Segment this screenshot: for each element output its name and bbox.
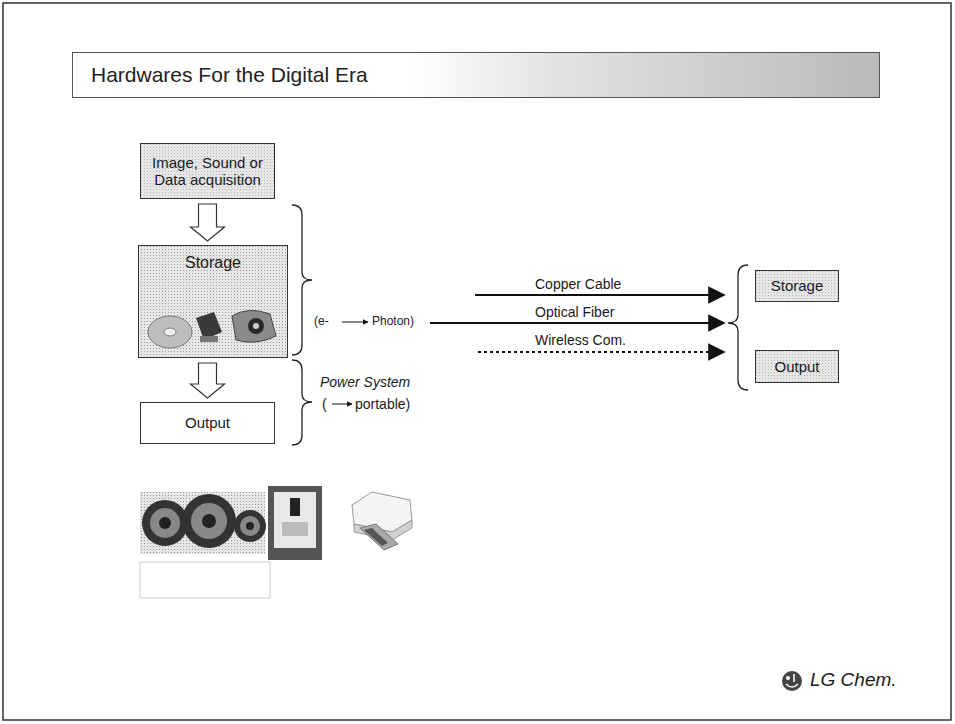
box-text: Output xyxy=(185,414,230,431)
title-bar: Hardwares For the Digital Era xyxy=(72,52,880,98)
empty-frame xyxy=(140,562,270,598)
process-box: Output xyxy=(755,350,839,383)
annotation-label: (e- xyxy=(314,314,329,328)
annotation-label: Power System xyxy=(320,374,410,390)
conversion-arrow xyxy=(342,322,368,323)
box-text: Storage xyxy=(771,277,824,294)
wireless-line xyxy=(478,351,724,353)
brace xyxy=(292,360,312,445)
fiber-line xyxy=(430,322,724,324)
slide-title: Hardwares For the Digital Era xyxy=(91,63,368,87)
slide-frame xyxy=(3,3,951,720)
box-text: Output xyxy=(774,358,819,375)
process-box: Output xyxy=(140,402,275,444)
storage-ground xyxy=(138,245,288,358)
brace xyxy=(292,205,312,355)
annotation-label: ( xyxy=(322,396,327,412)
annotation-label: portable) xyxy=(355,396,410,412)
process-box: Image, Sound or Data acquisition xyxy=(140,143,275,199)
annotation-label: Wireless Com. xyxy=(535,332,626,348)
conversion-arrow xyxy=(332,404,352,405)
box-text: Image, Sound or Data acquisition xyxy=(147,154,268,189)
printer-picture xyxy=(352,492,412,550)
flow-arrow xyxy=(191,204,225,241)
flow-arrow xyxy=(191,363,225,398)
box-text: Storage xyxy=(185,254,241,272)
process-box: Storage xyxy=(138,245,288,358)
annotation-label: Copper Cable xyxy=(535,276,621,292)
speakers-picture xyxy=(140,492,266,554)
brace xyxy=(728,265,748,390)
lg-logo xyxy=(782,671,802,691)
copper-line xyxy=(475,294,724,296)
storage-media-pictures xyxy=(148,310,276,348)
annotation-label: Photon) xyxy=(372,314,414,328)
annotation-label: Optical Fiber xyxy=(535,304,614,320)
annotation-label: LG Chem. xyxy=(810,669,897,691)
process-box: Storage xyxy=(755,270,839,302)
monitor-picture xyxy=(268,486,322,560)
